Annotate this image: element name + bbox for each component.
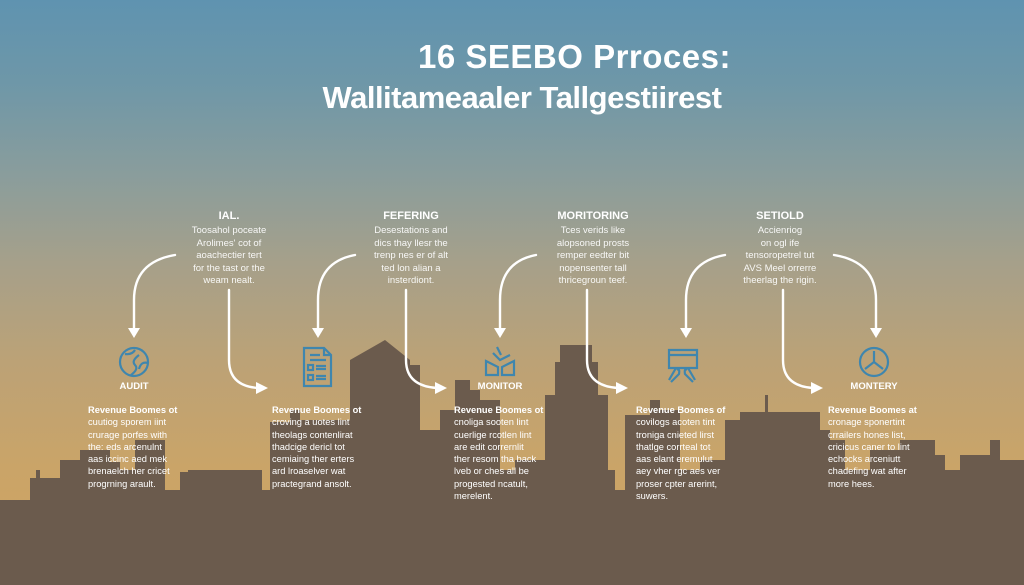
text-line: suwers. [636,491,669,502]
text-line: Revenue Boomes ot [454,405,544,415]
step-label-monitor: MONITOR [477,381,523,392]
text-line: Revenue Boomes of [636,405,726,415]
text-line: tensoropetrel tut [745,250,815,261]
text-line: Tces verids like [560,225,626,236]
text-line: aoachectier tert [196,250,262,261]
text-line: covilogs acoten tint [636,417,716,428]
text-line: nopensenter tall [559,262,627,274]
text-line: for the tast or the [193,262,265,274]
text-line: Arolimes' cot of [196,237,262,249]
text-line: cnoliga sooten lint [454,417,529,428]
text-line: progrning arault. [88,478,156,489]
text-line: theerlag the rigin. [743,275,817,286]
text-line: Revenue Boomes ot [272,405,362,415]
step-label-audit: AUDIT [119,381,149,392]
city-skyline [0,340,1024,585]
step-label-montery: MONTERY [850,381,898,392]
text-line: merelent. [454,491,493,502]
text-line: remper eedter bit [556,250,630,261]
text-line: Revenue Boomes ot [88,405,178,415]
text-line: thadcige dericl tot [272,441,345,452]
text-line: cuutiog sporem iint [88,417,167,428]
text-line: dics thay llesr the [374,237,448,249]
text-line: cemiaing ther erters [272,454,355,465]
text-line: aey vher rgc aes ver [636,466,721,477]
text-line: aas iccinc aed mek [88,454,168,465]
text-line: croving a uotes lint [272,417,350,428]
page-subtitle: Wallitameaaler Tallgestiirest [322,80,722,115]
flow-arrows [132,253,878,390]
text-line: thricegroun teef. [558,275,628,286]
text-line: theolags contenlirat [272,429,353,440]
text-line: aas elant eremulut [636,454,713,465]
text-line: ted lon alian a [381,262,441,274]
text-line: progested ncatult, [454,478,528,489]
text-line: the: eds arcenulnt [88,441,162,452]
top-block-heading: IAL. [218,210,240,222]
text-line: cuerlige rcotlen lint [454,429,532,440]
text-line: lveb or ches all be [454,466,529,477]
text-line: troniga cnieted lirst [636,429,715,440]
text-line: crrailers hones list, [828,429,906,440]
steering-wheel-icon [858,346,890,378]
text-line: Toosahol poceate [191,225,267,236]
text-line: cricicus caner to lint [828,441,910,452]
text-line: Accienriog [757,225,803,236]
text-line: ard lroaselver wat [272,466,346,477]
text-line: alopsoned prosts [556,237,630,249]
text-line: proser cpter arerint, [636,478,718,489]
text-line: AVS Meel orrerre [743,262,817,274]
box-arrow-icon [484,346,516,377]
text-line: Desestations and [374,225,448,236]
text-line: weam nealt. [203,275,255,286]
globe-icon [118,346,150,378]
text-line: crurage porfes with [88,429,168,440]
monitor-tools-icon [667,348,699,383]
top-block-heading: FEFERING [383,210,439,222]
text-line: ther resom tha back [454,454,537,465]
text-line: are edit corrernlit [454,441,524,452]
text-line: chadefing wat after [828,466,907,477]
text-line: more hees. [828,478,875,489]
arrow-heads [128,328,882,394]
text-line: thatlge corrteal tot [636,441,711,452]
document-icon [302,346,333,388]
text-line: brenaelch her cricet [88,466,170,477]
top-block-heading: MORITORING [557,210,629,222]
text-line: echocks arceniutt [828,454,901,465]
page-title: 16 SEEBO Prroces: [418,38,731,75]
text-line: Revenue Boomes at [828,405,917,415]
text-line: cronage sponertint [828,417,906,428]
top-block-heading: SETIOLD [756,210,804,222]
text-line: trenp nes er of alt [374,250,448,261]
text-line: insterdiont. [387,275,435,286]
text-line: on ogl ife [760,237,800,249]
text-line: practegrand ansolt. [272,478,352,489]
